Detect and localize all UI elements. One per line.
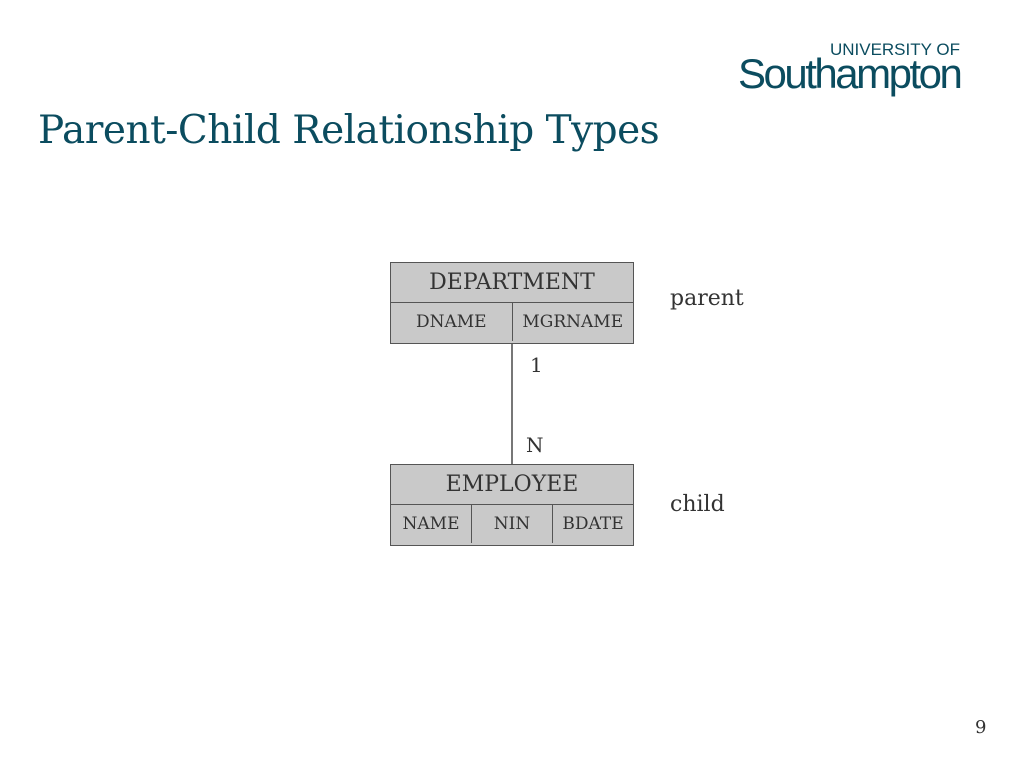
- attribute-nin: NIN: [471, 505, 552, 543]
- department-attribute-row: DNAME MGRNAME: [391, 303, 633, 341]
- employee-entity-box: EMPLOYEE NAME NIN BDATE: [390, 464, 634, 546]
- employee-entity-name: EMPLOYEE: [391, 465, 633, 505]
- slide-title: Parent-Child Relationship Types: [38, 108, 660, 153]
- logo-line-university-of: UNIVERSITY OF: [829, 40, 960, 59]
- logo-line-southampton: Southampton: [738, 50, 963, 97]
- page-number: 9: [975, 717, 987, 738]
- department-entity-box: DEPARTMENT DNAME MGRNAME: [390, 262, 634, 344]
- attribute-dname: DNAME: [415, 312, 487, 332]
- child-role-label: child: [670, 492, 725, 517]
- cardinality-one-label: 1: [530, 353, 543, 377]
- department-entity-name: DEPARTMENT: [391, 263, 633, 303]
- cardinality-many-label: N: [526, 433, 544, 457]
- attribute-bdate: BDATE: [552, 505, 633, 543]
- attribute-name: NAME: [402, 514, 460, 534]
- attribute-mgrname: MGRNAME: [511, 303, 634, 341]
- employee-attribute-row: NAME NIN BDATE: [391, 505, 633, 543]
- relationship-connector-line: [511, 344, 513, 464]
- parent-role-label: parent: [670, 286, 744, 311]
- university-logo: UNIVERSITY OF Southampton: [738, 38, 988, 100]
